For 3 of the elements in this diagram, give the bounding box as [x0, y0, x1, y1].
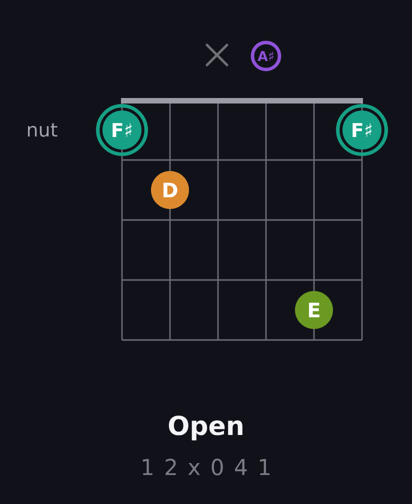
chord-name: Open [168, 416, 242, 440]
fingering-label: 1 2 x 0 4 1 [142, 458, 270, 476]
nut-label: nut [28, 123, 58, 137]
